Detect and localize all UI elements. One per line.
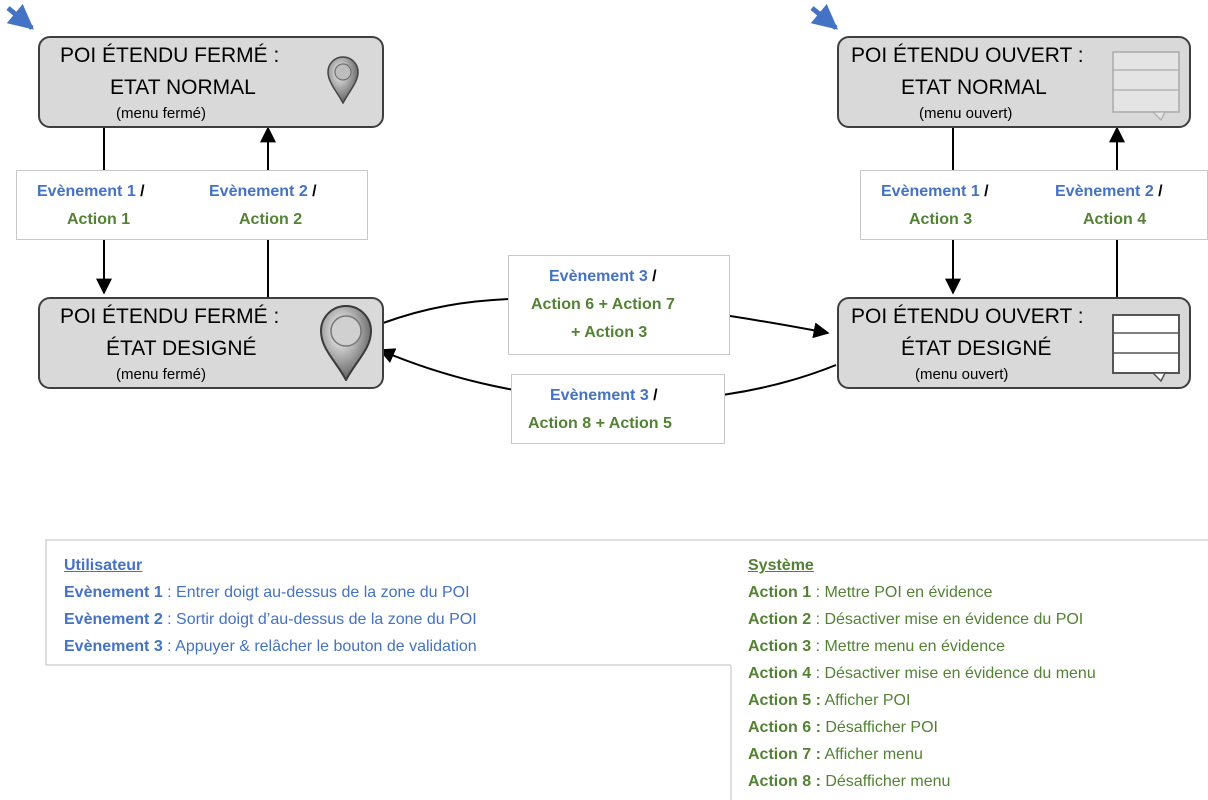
state-subtitle: ÉTAT DESIGNÉ — [901, 337, 1052, 360]
transition-4-action: Action 4 — [1083, 211, 1147, 228]
legend-user-header: Utilisateur — [64, 557, 143, 574]
legend-system-item: Action 1 : Mettre POI en évidence — [748, 584, 993, 601]
transition-label-middle-bottom: Evènement 3 / Action 8 + Action 5 — [511, 374, 725, 444]
transition-1: Evènement 1 / — [37, 183, 145, 200]
legend-system-item: Action 3 : Mettre menu en évidence — [748, 638, 1006, 655]
transition-1-action: Action 1 — [67, 211, 131, 228]
state-note: (menu ouvert) — [915, 366, 1009, 383]
legend-user-item: Evènement 2 : Sortir doigt d’au-dessus d… — [64, 611, 477, 628]
transition-label-middle-top: Evènement 3 / Action 6 + Action 7 + Acti… — [508, 255, 730, 355]
state-note: (menu fermé) — [116, 105, 207, 122]
state-open-normal: POI ÉTENDU OUVERT : ETAT NORMAL (menu ou… — [837, 36, 1191, 128]
transition-6-action: Action 8 + Action 5 — [528, 415, 672, 432]
state-subtitle: ETAT NORMAL — [901, 76, 1047, 99]
initial-state-arrow-left — [6, 3, 34, 30]
legend-user-item: Evènement 1 : Entrer doigt au-dessus de … — [64, 584, 470, 601]
state-title: POI ÉTENDU OUVERT : — [851, 305, 1084, 328]
legend-system-item: Action 5 : Afficher POI — [748, 692, 911, 709]
transition-label-right: Evènement 1 / Action 3 Evènement 2 / Act… — [860, 170, 1208, 240]
state-note: (menu ouvert) — [919, 105, 1013, 122]
legend-user-frame — [45, 539, 1208, 666]
legend-system-item: Action 4 : Désactiver mise en évidence d… — [748, 665, 1096, 682]
transition-3-action: Action 3 — [909, 211, 973, 228]
legend-system-item: Action 6 : Désafficher POI — [748, 719, 938, 736]
state-subtitle: ÉTAT DESIGNÉ — [106, 337, 257, 360]
legend-user-item: Evènement 3 : Appuyer & relâcher le bout… — [64, 638, 477, 655]
legend-system-header: Système — [748, 557, 814, 574]
legend-user: Utilisateur Evènement 1 : Entrer doigt a… — [64, 552, 477, 660]
initial-state-arrow-right — [810, 3, 838, 30]
legend-system-item: Action 2 : Désactiver mise en évidence d… — [748, 611, 1084, 628]
map-pin-small-icon — [327, 56, 359, 104]
transition-label-left: Evènement 1 / Action 1 Evènement 2 / Act… — [16, 170, 368, 240]
state-open-designated: POI ÉTENDU OUVERT : ÉTAT DESIGNÉ (menu o… — [837, 297, 1191, 389]
transition-4: Evènement 2 / — [1055, 183, 1163, 200]
state-title: POI ÉTENDU FERMÉ : — [60, 305, 280, 328]
state-title: POI ÉTENDU OUVERT : — [851, 44, 1084, 67]
state-title: POI ÉTENDU FERMÉ : — [60, 44, 280, 67]
state-note: (menu fermé) — [116, 366, 207, 383]
legend-system-item: Action 7 : Afficher menu — [748, 746, 923, 763]
menu-list-highlighted-icon — [1112, 314, 1180, 383]
menu-list-icon — [1112, 51, 1180, 122]
transition-2: Evènement 2 / — [209, 183, 317, 200]
transition-6: Evènement 3 / — [550, 387, 658, 404]
map-pin-large-icon — [319, 305, 373, 381]
legend-system-item: Action 8 : Désafficher menu — [748, 773, 951, 790]
transition-3: Evènement 1 / — [881, 183, 989, 200]
transition-2-action: Action 2 — [239, 211, 303, 228]
state-subtitle: ETAT NORMAL — [110, 76, 256, 99]
state-closed-normal: POI ÉTENDU FERMÉ : ETAT NORMAL (menu fer… — [38, 36, 384, 128]
transition-5: Evènement 3 / — [549, 268, 657, 285]
transition-5-action-line2: + Action 3 — [571, 324, 648, 341]
state-closed-designated: POI ÉTENDU FERMÉ : ÉTAT DESIGNÉ (menu fe… — [38, 297, 384, 389]
legend-system: Système Action 1 : Mettre POI en évidenc… — [748, 552, 1096, 795]
transition-5-action-line1: Action 6 + Action 7 — [531, 296, 675, 313]
